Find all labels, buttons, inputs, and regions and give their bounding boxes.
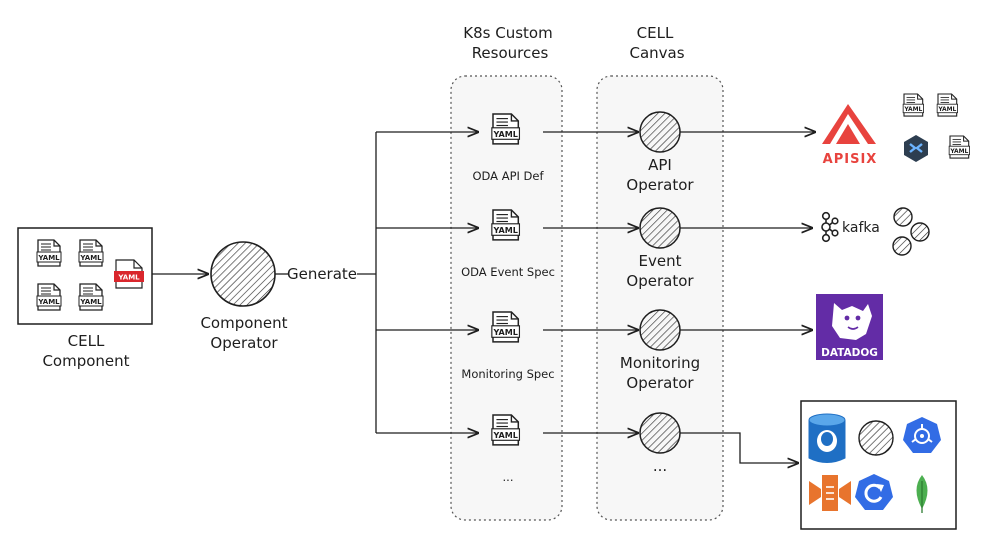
- operator-node: [639, 412, 681, 454]
- svg-text:YAML: YAML: [37, 298, 60, 306]
- kafka-logo: kafka: [821, 211, 880, 243]
- header-canvas-line1: CELL: [637, 24, 674, 42]
- resource-label: Monitoring Spec: [461, 367, 554, 381]
- mongodb-leaf-icon: [916, 475, 928, 513]
- resource-label: ODA API Def: [472, 169, 544, 183]
- operator-label: Event: [639, 252, 682, 270]
- yaml-document-icon: YAML: [491, 414, 521, 446]
- yaml-document-icon: YAML: [936, 93, 958, 117]
- component-operator-label-line1: Component: [200, 314, 287, 332]
- operator-label: Operator: [626, 176, 694, 194]
- svg-text:YAML: YAML: [903, 106, 922, 113]
- svg-text:YAML: YAML: [492, 130, 517, 139]
- operator-label: Operator: [626, 374, 694, 392]
- yaml-document-icon: YAML: [491, 113, 521, 145]
- yaml-red-document-icon: YAML: [114, 259, 144, 289]
- yaml-document-icon: YAML: [948, 135, 970, 159]
- custom-resources-column: [450, 75, 563, 521]
- yaml-document-icon: YAML: [491, 209, 521, 241]
- kafka-node-3: [892, 236, 912, 256]
- cell-component-box: YAML YAML YAML YAML YAML: [17, 227, 153, 325]
- component-operator-node: [210, 241, 276, 307]
- component-operator-label-line2: Operator: [210, 334, 278, 352]
- apisix-logo: APISIX: [822, 104, 878, 167]
- arrow-operator-to-storage: [680, 432, 798, 463]
- svg-text:YAML: YAML: [117, 274, 140, 282]
- cell-component-label-line2: Component: [42, 352, 129, 370]
- resource-label: ...: [503, 470, 514, 484]
- svg-text:YAML: YAML: [79, 254, 102, 262]
- yaml-document-icon: YAML: [36, 239, 62, 267]
- svg-text:YAML: YAML: [937, 106, 956, 113]
- svg-text:kafka: kafka: [842, 220, 880, 236]
- operator-node: [639, 111, 681, 153]
- operator-label: Operator: [626, 272, 694, 290]
- resource-label: ODA Event Spec: [461, 265, 555, 279]
- kafka-node-2: [910, 222, 930, 242]
- operator-node: [639, 309, 681, 351]
- operator-label: API: [648, 156, 672, 174]
- generate-label: Generate: [287, 265, 357, 283]
- operator-label: ...: [653, 457, 667, 475]
- svg-text:YAML: YAML: [37, 254, 60, 262]
- svg-text:DATADOG: DATADOG: [821, 347, 878, 359]
- row-4: YAML......: [376, 412, 798, 484]
- yaml-document-icon: YAML: [902, 93, 924, 117]
- kafka-node-1: [893, 207, 913, 227]
- kubernetes-refresh-icon: [855, 474, 893, 510]
- header-custom-resources-line2: Resources: [472, 44, 549, 62]
- row-1: YAML ODA API Def API Operator: [376, 111, 815, 194]
- canvas-column: [596, 75, 724, 521]
- yaml-document-icon: YAML: [78, 239, 104, 267]
- storage-node: [858, 420, 894, 456]
- header-custom-resources-line1: K8s Custom: [463, 24, 552, 42]
- cell-component-label-line1: CELL: [68, 332, 105, 350]
- svg-text:YAML: YAML: [492, 328, 517, 337]
- svg-text:YAML: YAML: [492, 431, 517, 440]
- header-canvas-line2: Canvas: [629, 44, 684, 62]
- kubernetes-helm-icon: [903, 417, 941, 453]
- operator-label: Monitoring: [620, 354, 700, 372]
- postgresql-database-icon: [808, 413, 846, 463]
- yaml-document-icon: YAML: [491, 311, 521, 343]
- yaml-document-icon: YAML: [36, 283, 62, 311]
- aws-api-gateway-icon: [809, 475, 851, 511]
- svg-text:YAML: YAML: [79, 298, 102, 306]
- svg-text:YAML: YAML: [949, 148, 968, 155]
- datadog-logo: DATADOG: [816, 294, 883, 360]
- svg-text:APISIX: APISIX: [823, 152, 878, 167]
- svg-text:YAML: YAML: [492, 226, 517, 235]
- yaml-document-icon: YAML: [78, 283, 104, 311]
- kubernetes-operator-icon: [904, 135, 928, 162]
- operator-node: [639, 207, 681, 249]
